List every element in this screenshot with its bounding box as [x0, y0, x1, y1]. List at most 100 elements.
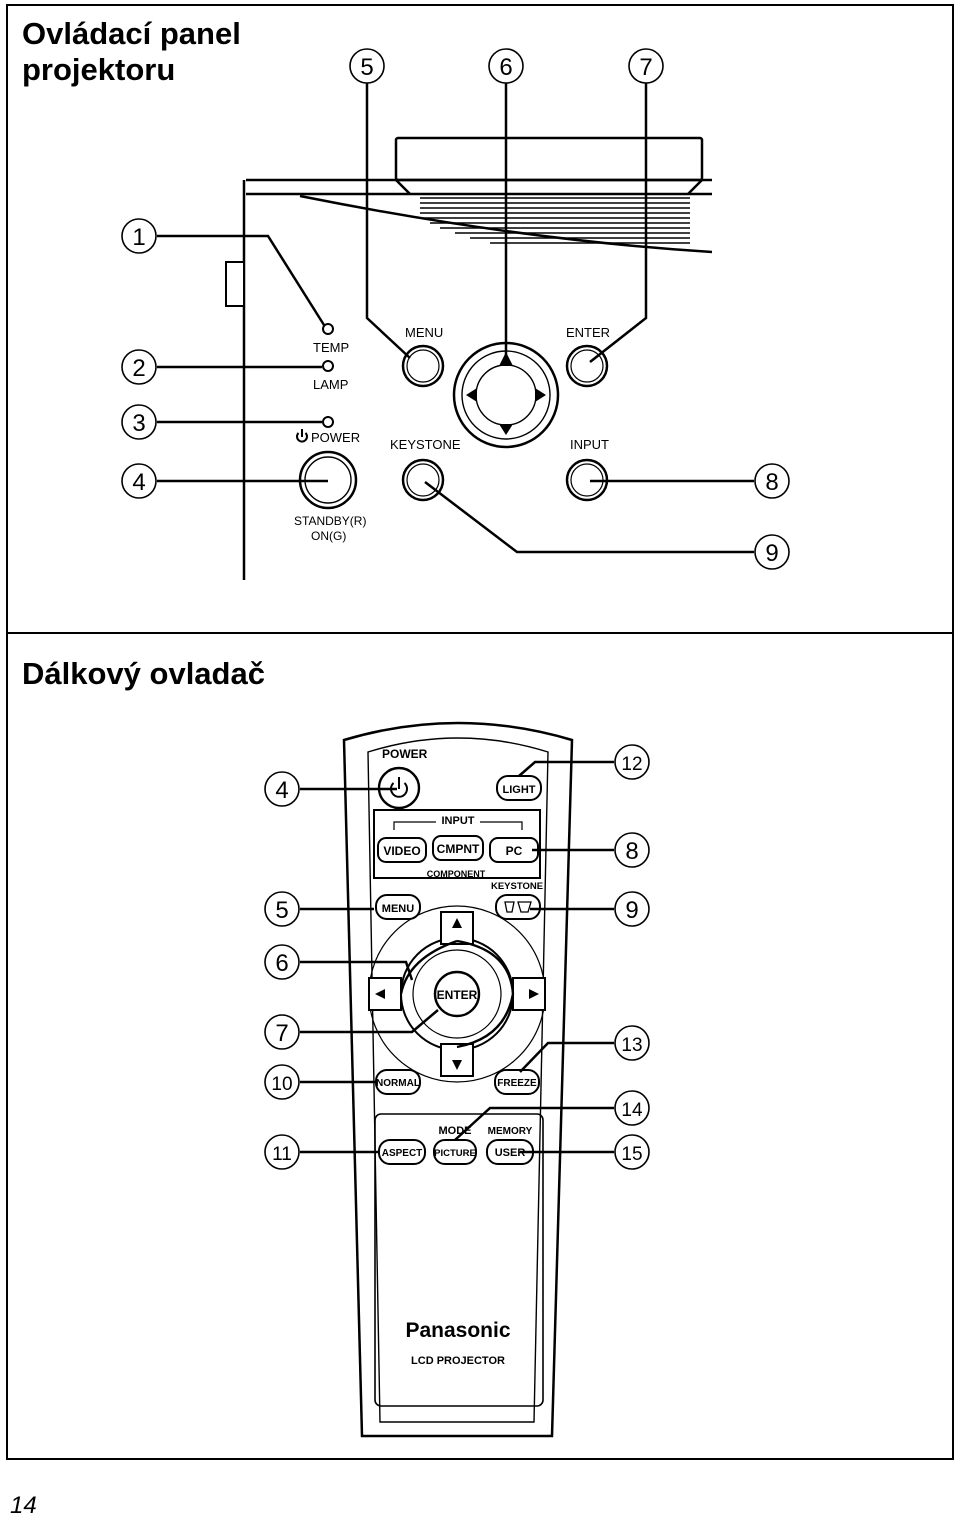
svg-text:14: 14 — [621, 1100, 643, 1121]
svg-text:13: 13 — [621, 1035, 642, 1056]
svg-text:PICTURE: PICTURE — [434, 1148, 476, 1159]
remote-callout-5: 5 — [264, 891, 300, 927]
svg-text:6: 6 — [499, 54, 512, 81]
projector-callout-5: 5 — [349, 48, 385, 84]
svg-text:2: 2 — [132, 355, 145, 382]
projector-callout-7: 7 — [628, 48, 664, 84]
svg-text:4: 4 — [132, 469, 145, 496]
remote-callout-9: 9 — [614, 891, 650, 927]
remote-component-label: COMPONENT — [427, 869, 486, 879]
arrow-right-icon — [535, 388, 546, 402]
keystone-label: KEYSTONE — [390, 437, 461, 452]
remote-arrow-down-icon — [452, 1060, 462, 1070]
power-indicator-icon — [322, 416, 334, 428]
remote-memory-label: MEMORY — [488, 1126, 533, 1137]
svg-text:5: 5 — [360, 54, 373, 81]
svg-text:1: 1 — [132, 224, 145, 251]
projector-callout-9: 9 — [754, 534, 790, 570]
power-icon — [390, 782, 408, 798]
remote-panel-frame — [6, 632, 954, 1460]
remote-menu-button[interactable]: MENU — [375, 894, 421, 920]
temp-label: TEMP — [313, 340, 349, 355]
svg-text:LIGHT: LIGHT — [503, 784, 536, 796]
remote-input-label: INPUT — [442, 815, 475, 827]
remote-title: Dálkový ovladač — [22, 656, 265, 691]
enter-label: ENTER — [566, 325, 610, 340]
svg-text:11: 11 — [272, 1144, 292, 1165]
remote-aspect-button[interactable]: ASPECT — [378, 1139, 426, 1165]
arrow-down-icon — [499, 424, 513, 435]
svg-text:12: 12 — [621, 754, 642, 775]
svg-text:MENU: MENU — [382, 903, 414, 915]
remote-arrow-left-icon — [375, 989, 385, 999]
remote-model-label: LCD PROJECTOR — [411, 1355, 505, 1367]
remote-enter-button[interactable]: ENTER — [433, 970, 481, 1018]
svg-text:4: 4 — [275, 777, 288, 804]
projector-callout-2: 2 — [121, 349, 157, 385]
remote-normal-button[interactable]: NORMAL — [375, 1069, 421, 1095]
remote-callout-7: 7 — [264, 1014, 300, 1050]
menu-label: MENU — [405, 325, 443, 340]
remote-cmpnt-button[interactable]: CMPNT — [432, 835, 484, 861]
svg-text:USER: USER — [495, 1147, 526, 1159]
projector-menu-button[interactable] — [401, 344, 445, 388]
remote-arrow-right-icon — [529, 989, 539, 999]
remote-callout-11: 11 — [264, 1134, 300, 1170]
remote-leader-lines — [300, 760, 614, 1154]
remote-freeze-button[interactable]: FREEZE — [494, 1069, 540, 1095]
svg-text:15: 15 — [621, 1144, 642, 1165]
temp-indicator-icon — [322, 323, 334, 335]
svg-text:8: 8 — [625, 838, 638, 865]
arrow-left-icon — [466, 388, 477, 402]
remote-arrow-up-icon — [452, 918, 462, 928]
input-label: INPUT — [570, 437, 609, 452]
svg-text:ASPECT: ASPECT — [382, 1148, 423, 1159]
svg-text:7: 7 — [639, 54, 652, 81]
lamp-label: LAMP — [313, 377, 348, 392]
projector-title-line1: Ovládací panel — [22, 16, 241, 51]
page-number: 14 — [10, 1492, 37, 1519]
projector-keystone-button[interactable] — [401, 458, 445, 502]
svg-text:NORMAL: NORMAL — [376, 1078, 420, 1089]
svg-text:5: 5 — [275, 897, 288, 924]
remote-callout-15: 15 — [614, 1134, 650, 1170]
svg-text:10: 10 — [271, 1074, 292, 1095]
remote-light-button[interactable]: LIGHT — [496, 775, 542, 801]
projector-lens-housing — [242, 136, 712, 580]
power-label: POWER — [311, 430, 360, 445]
projector-diagram: TEMP LAMP POWER STANDBY(R) ON(G) MENU EN… — [121, 48, 790, 580]
projector-title-line2: projektoru — [22, 52, 176, 87]
svg-text:PC: PC — [506, 844, 523, 858]
svg-text:3: 3 — [132, 410, 145, 437]
remote-callout-14: 14 — [614, 1090, 650, 1126]
remote-callout-4: 4 — [264, 771, 300, 807]
svg-text:9: 9 — [765, 540, 778, 567]
projector-callout-8: 8 — [754, 463, 790, 499]
remote-callout-6: 6 — [264, 944, 300, 980]
remote-power-button[interactable] — [377, 766, 421, 810]
svg-text:6: 6 — [275, 950, 288, 977]
remote-callout-12: 12 — [614, 744, 650, 780]
keystone-shape-icon — [504, 901, 515, 913]
remote-power-label: POWER — [382, 747, 428, 761]
remote-brand-logo: Panasonic — [405, 1319, 510, 1342]
lamp-indicator-icon — [322, 360, 334, 372]
remote-video-button[interactable]: VIDEO — [377, 837, 427, 863]
standby-label: STANDBY(R) — [294, 514, 366, 528]
input-group-frame — [373, 809, 541, 879]
svg-text:9: 9 — [625, 897, 638, 924]
remote-callout-13: 13 — [614, 1025, 650, 1061]
power-symbol-icon — [296, 429, 308, 443]
remote-picture-button[interactable]: PICTURE — [433, 1139, 477, 1165]
side-latch — [225, 261, 245, 307]
svg-text:ENTER: ENTER — [437, 988, 478, 1002]
projector-callout-6: 6 — [488, 48, 524, 84]
svg-text:8: 8 — [765, 469, 778, 496]
remote-pc-button[interactable]: PC — [489, 837, 539, 863]
remote-keystone-button[interactable] — [495, 894, 541, 920]
projector-leader-lines — [157, 83, 754, 554]
remote-keystone-label: KEYSTONE — [491, 881, 543, 892]
remote-callout-10: 10 — [264, 1064, 300, 1100]
svg-text:FREEZE: FREEZE — [497, 1078, 537, 1089]
